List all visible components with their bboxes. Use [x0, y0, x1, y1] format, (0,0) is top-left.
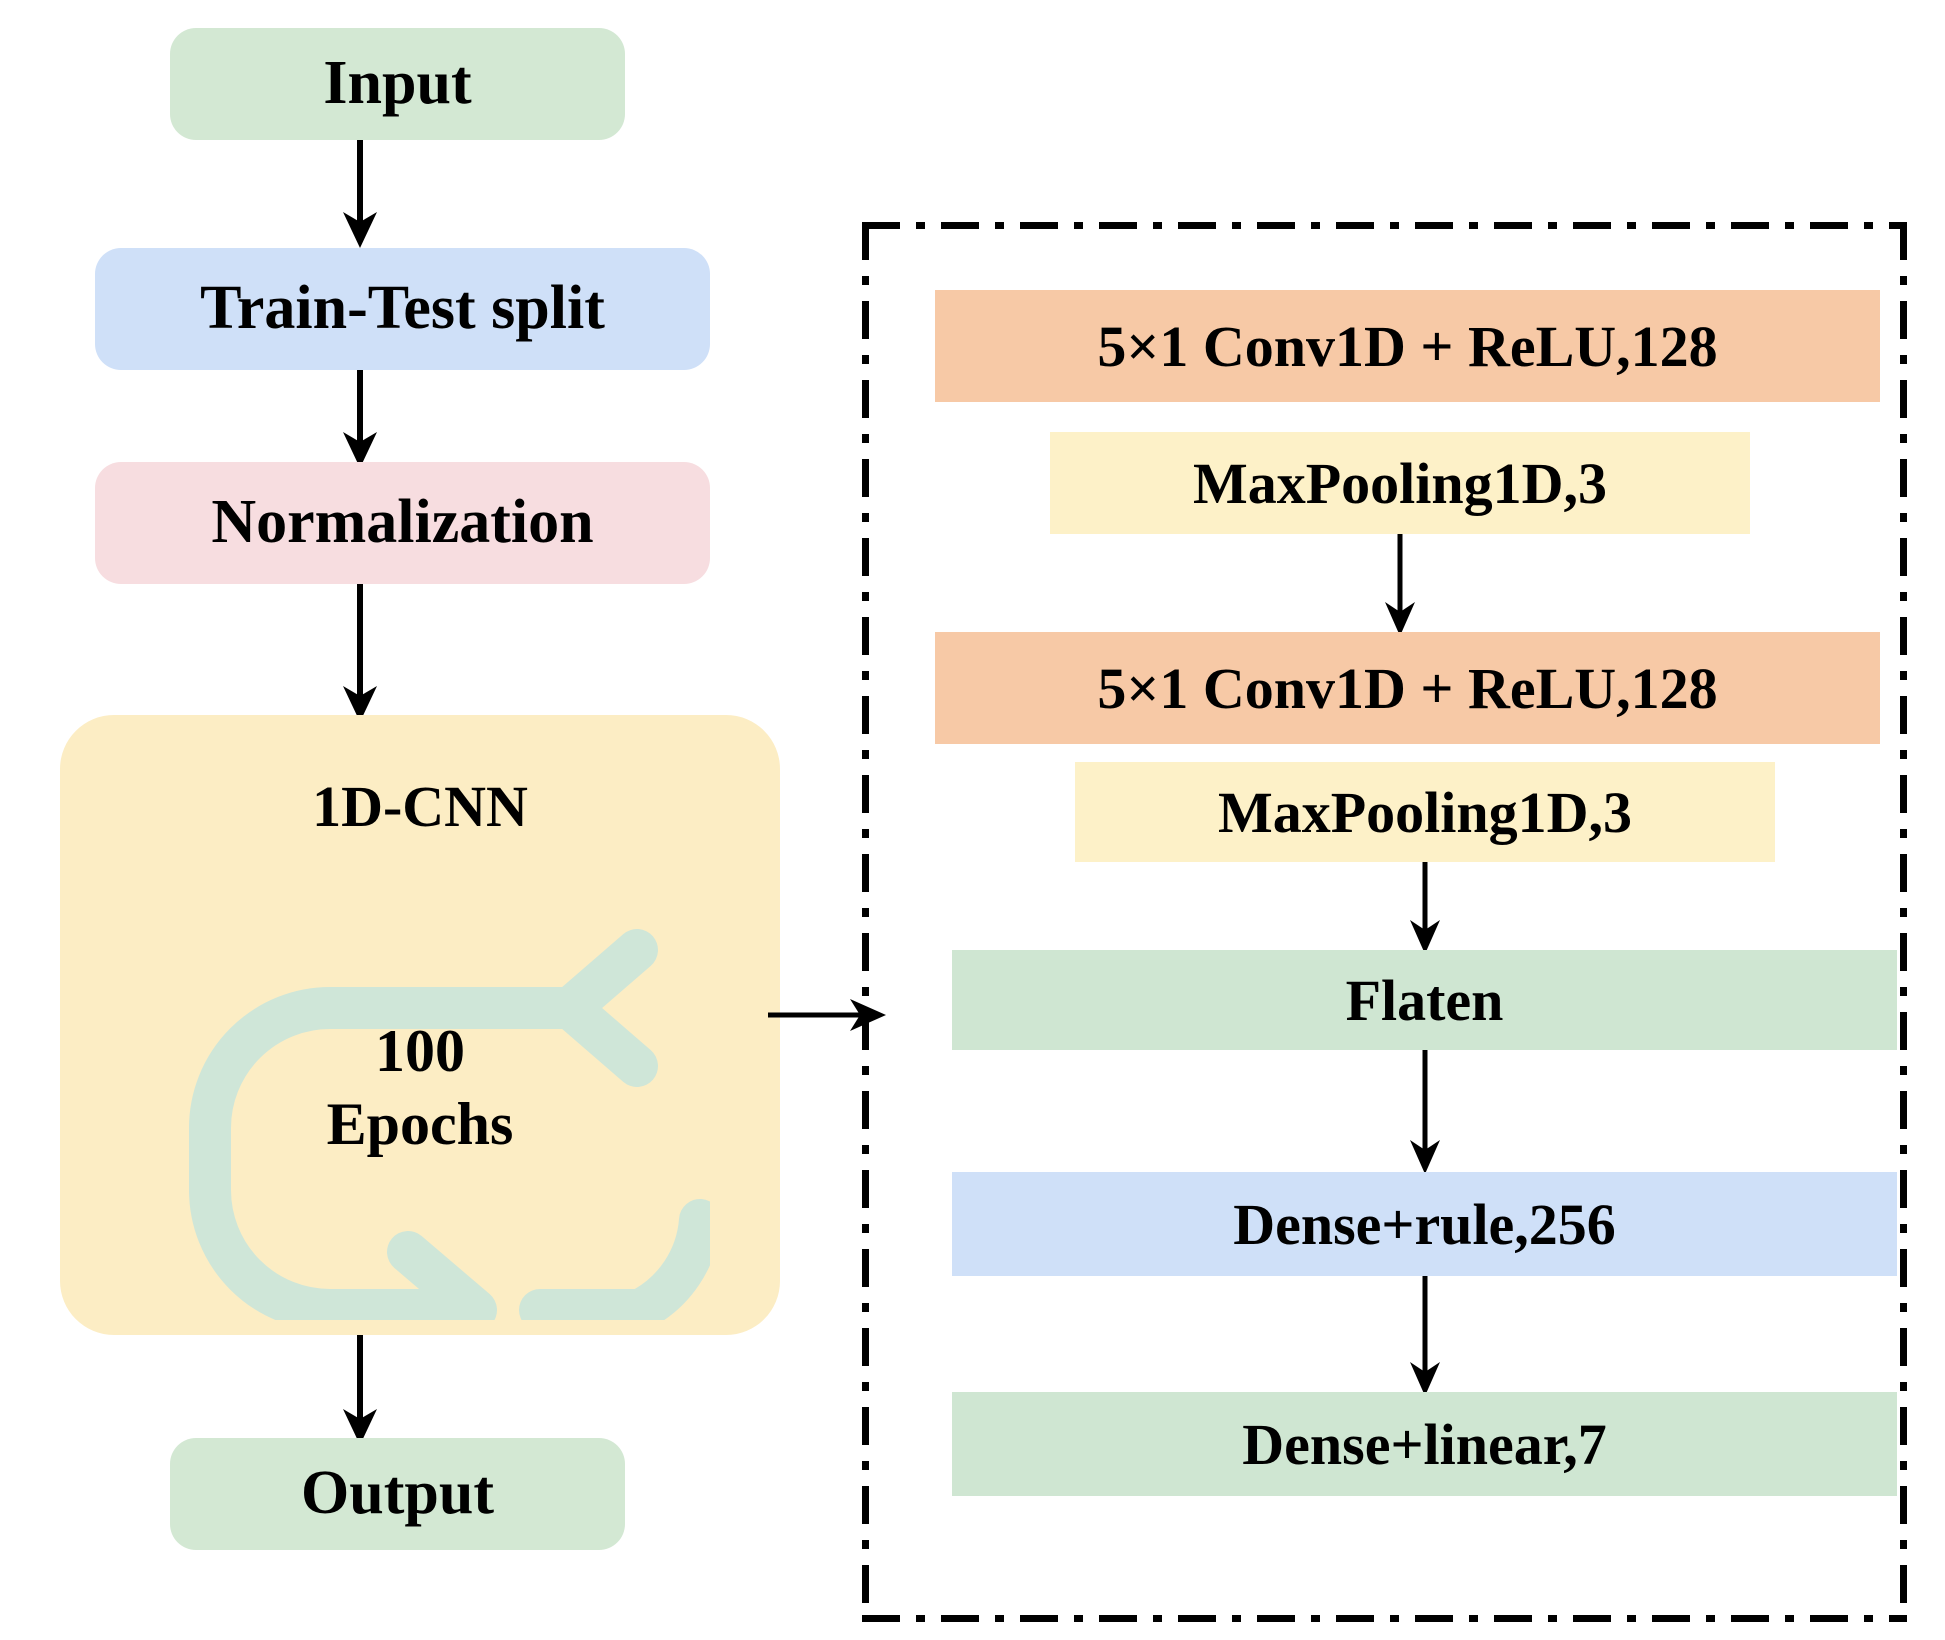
- arrow-pool1-to-conv2: [1370, 534, 1430, 638]
- loop-arrow-icon: [189, 929, 710, 1320]
- arrow-flatten-to-dense1: [1395, 1050, 1455, 1176]
- arrow-cnn-to-output: [330, 1335, 390, 1447]
- arrow-pool2-to-flatten: [1395, 862, 1455, 956]
- node-train-test-split: Train-Test split: [95, 248, 710, 370]
- node-input: Input: [170, 28, 625, 140]
- arrow-input-to-split: [330, 140, 390, 250]
- node-1d-cnn-card: 1D-CNN 100 Epochs: [60, 715, 780, 1335]
- arrow-dense1-to-dense2: [1395, 1276, 1455, 1398]
- detail-panel-border: [862, 222, 1907, 1622]
- node-normalization: Normalization: [95, 462, 710, 584]
- layer-maxpooling1d-2: MaxPooling1D,3: [1075, 762, 1775, 862]
- layer-conv1d-1: 5×1 Conv1D + ReLU,128: [935, 290, 1880, 402]
- arrow-normalization-to-cnn: [330, 584, 390, 724]
- layer-conv1d-2: 5×1 Conv1D + ReLU,128: [935, 632, 1880, 744]
- epochs-word: Epochs: [326, 1091, 514, 1158]
- cnn-card-title: 1D-CNN: [312, 774, 528, 839]
- layer-flatten: Flaten: [952, 950, 1897, 1050]
- cnn-epochs-label: 100 Epochs: [60, 1015, 780, 1161]
- layer-maxpooling1d-1: MaxPooling1D,3: [1050, 432, 1750, 534]
- layer-dense-relu-256: Dense+rule,256: [952, 1172, 1897, 1276]
- arrow-split-to-normalization: [330, 370, 390, 470]
- layer-dense-linear-7: Dense+linear,7: [952, 1392, 1897, 1496]
- epochs-count: 100: [375, 1018, 465, 1084]
- node-output: Output: [170, 1438, 625, 1550]
